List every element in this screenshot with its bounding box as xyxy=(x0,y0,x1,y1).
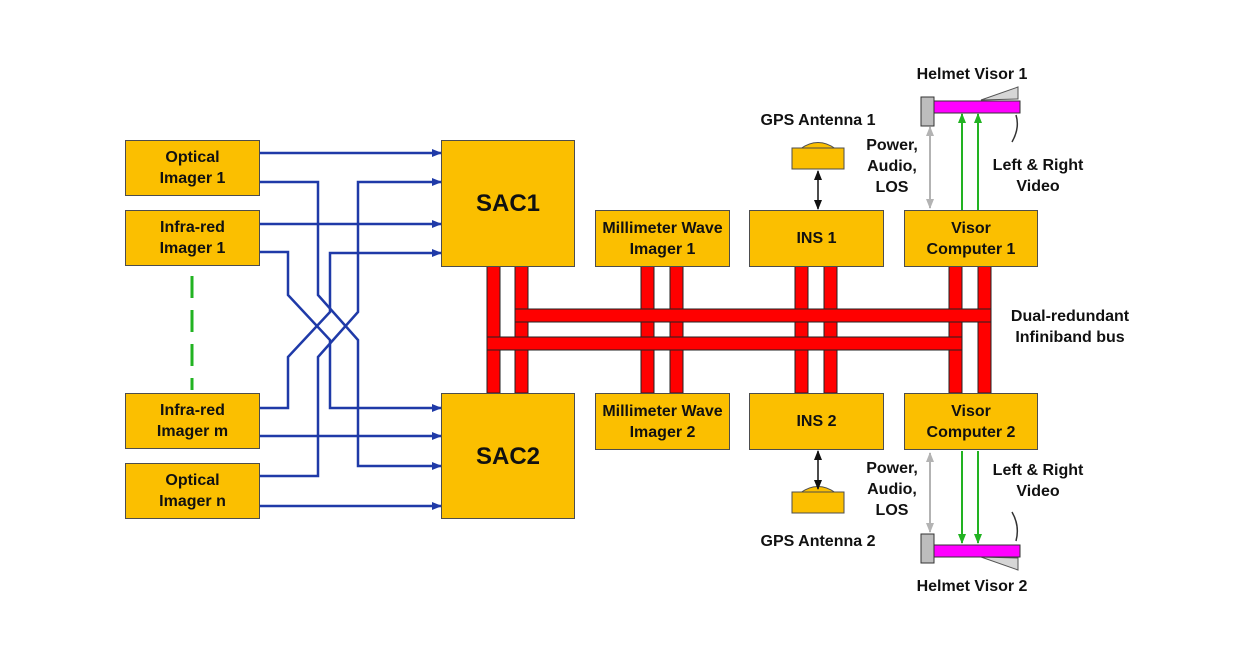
optical-imager-n-line1: Optical xyxy=(165,472,220,489)
video-label-2: Video xyxy=(1016,483,1060,500)
audio-label-2: Audio, xyxy=(867,481,917,498)
optical-imager-n-line2: Imager n xyxy=(159,493,226,510)
ins2-box: INS 2 xyxy=(749,393,884,450)
visor-computer-2-line1: Visor xyxy=(951,402,991,420)
visor-computer-1-line2: Computer 1 xyxy=(926,240,1016,258)
infrared-imager-1-line1: Infra-red xyxy=(160,219,225,236)
gps-antenna-2-label: GPS Antenna 2 xyxy=(760,533,876,550)
video-label-1: Video xyxy=(1016,178,1060,195)
helmet-visor-2-icon xyxy=(920,511,1021,571)
visor-computer-2-line2: Computer 2 xyxy=(926,423,1016,441)
gps-antenna-2-icon xyxy=(791,486,845,514)
imager-signal-lines xyxy=(259,149,442,510)
power-label-2: Power, xyxy=(866,460,918,477)
power-audio-los-label-1: Power, Audio, LOS xyxy=(856,135,928,198)
los-label-2: LOS xyxy=(875,502,909,519)
left-right-label-2: Left & Right xyxy=(992,462,1084,479)
sac1-box: SAC1 xyxy=(441,140,575,267)
power-audio-los-label-2: Power, Audio, LOS xyxy=(856,458,928,521)
mmw-imager-2-line1: Millimeter Wave xyxy=(602,402,723,420)
left-right-video-label-1: Left & Right Video xyxy=(983,155,1093,197)
sac2-box: SAC2 xyxy=(441,393,575,519)
power-label-1: Power, xyxy=(866,137,918,154)
los-label-1: LOS xyxy=(875,179,909,196)
infrared-imager-1-line2: Imager 1 xyxy=(159,240,226,257)
helmet-visor-2-label: Helmet Visor 2 xyxy=(916,578,1028,595)
bus-label-line1: Dual-redundant xyxy=(1010,308,1130,325)
infiniband-bus xyxy=(486,265,992,394)
mmw-imager-1-line1: Millimeter Wave xyxy=(602,219,723,237)
helmet-visor-1-label: Helmet Visor 1 xyxy=(916,66,1028,83)
optical-imager-1-line2: Imager 1 xyxy=(159,170,226,187)
ins1-label: INS 1 xyxy=(796,230,837,247)
sac1-label: SAC1 xyxy=(475,190,541,217)
ins2-label: INS 2 xyxy=(796,413,837,430)
left-right-label-1: Left & Right xyxy=(992,157,1084,174)
visor-computer-1-line1: Visor xyxy=(951,219,991,237)
bus-label-line2: Infiniband bus xyxy=(1015,329,1125,346)
bus-label: Dual-redundant Infiniband bus xyxy=(1000,306,1140,348)
video-links xyxy=(958,113,982,544)
infrared-imager-m-line1: Infra-red xyxy=(160,402,225,419)
audio-label-1: Audio, xyxy=(867,158,917,175)
helmet-visor-1-icon xyxy=(920,86,1021,143)
gps-antenna-1-icon xyxy=(791,142,845,170)
mmw-imager-2-line2: Imager 2 xyxy=(629,423,696,441)
optical-imager-1-line1: Optical xyxy=(165,149,220,166)
ins1-box: INS 1 xyxy=(749,210,884,267)
gps-antenna-1-label: GPS Antenna 1 xyxy=(760,112,876,129)
mmw-imager-1-line2: Imager 1 xyxy=(629,240,696,258)
sac2-label: SAC2 xyxy=(475,442,541,470)
infrared-imager-m-line2: Imager m xyxy=(156,423,229,440)
left-right-video-label-2: Left & Right Video xyxy=(983,460,1093,502)
